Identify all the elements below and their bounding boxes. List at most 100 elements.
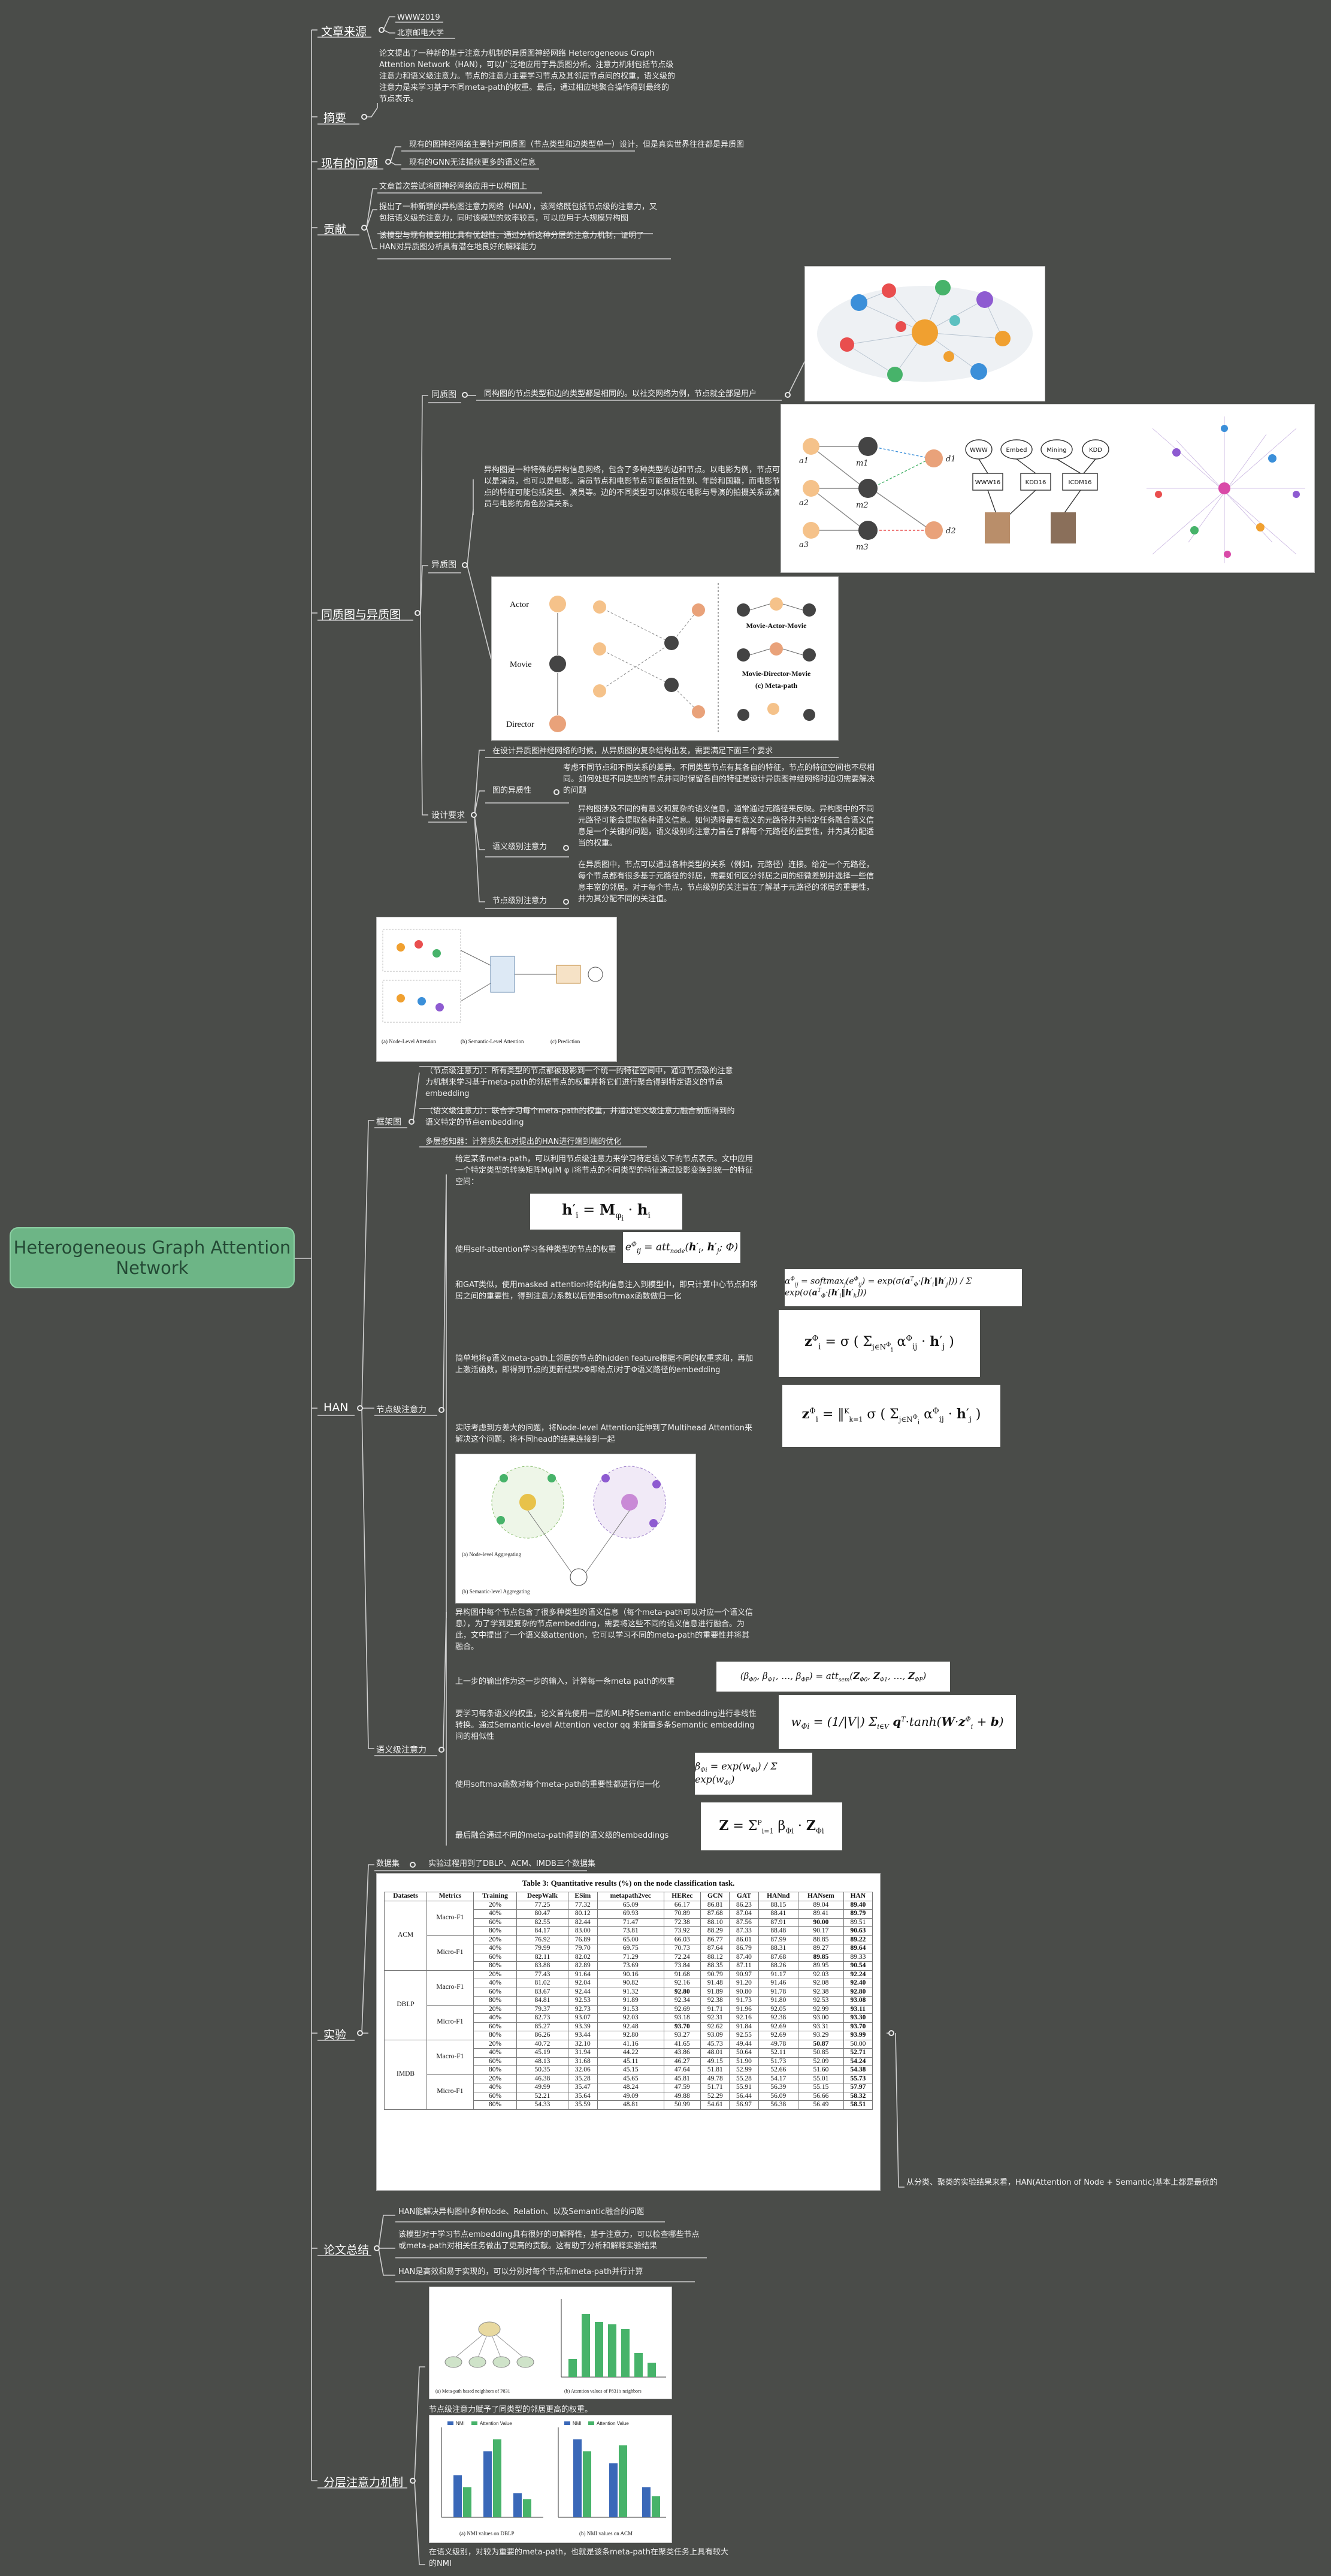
value-cell: 93.39: [567, 2022, 598, 2031]
value-cell: 71.47: [597, 1917, 664, 1927]
hierarchy-item-2: 在语义级别，对较为重要的meta-path，也就是该条meta-path在聚类任…: [429, 2548, 728, 2568]
value-cell: 69.75: [597, 1944, 664, 1953]
value-cell: 47.59: [663, 2083, 701, 2092]
attention-bar: [634, 2353, 643, 2377]
value-cell: 87.68: [758, 1952, 799, 1962]
value-cell: 92.99: [798, 2004, 844, 2014]
training-cell: 40%: [473, 2013, 518, 2023]
training-cell: 60%: [473, 2022, 518, 2031]
value-cell: 45.19: [516, 2048, 568, 2058]
collapse-dot[interactable]: [361, 114, 367, 120]
node-attn-label: 节点级注意力: [376, 1405, 426, 1415]
collapse-dot[interactable]: [563, 899, 569, 905]
homo-label: 同质图: [431, 390, 456, 400]
collapse-dot[interactable]: [409, 1119, 415, 1125]
collapse-dot[interactable]: [385, 159, 391, 165]
training-cell: 20%: [473, 2074, 518, 2083]
value-cell: 35.64: [567, 2091, 598, 2101]
collapse-dot[interactable]: [462, 392, 468, 398]
category-graph[interactable]: 同质图与异质图: [321, 608, 401, 621]
category-han[interactable]: HAN: [323, 1401, 349, 1414]
value-cell: 88.26: [758, 1961, 799, 1971]
metric-cell: Macro-F1: [426, 2039, 474, 2075]
framework-label: 框架图: [376, 1118, 401, 1127]
value-cell: 90.00: [798, 1917, 844, 1927]
value-cell: 91.68: [663, 1970, 701, 1979]
collapse-dot[interactable]: [374, 2245, 380, 2251]
category-problems[interactable]: 现有的问题: [321, 157, 379, 170]
category-abstract[interactable]: 摘要: [323, 111, 347, 125]
value-cell: 48.01: [700, 2048, 730, 2058]
nmi-legend-3: NMI: [573, 2421, 582, 2426]
collapse-dot[interactable]: [415, 610, 421, 616]
value-cell: 93.29: [798, 2031, 844, 2040]
training-cell: 60%: [473, 1917, 518, 1927]
value-cell: 35.59: [567, 2100, 598, 2110]
value-cell: 86.81: [700, 1900, 730, 1910]
value-cell: 83.00: [567, 1926, 598, 1936]
collapse-dot[interactable]: [438, 1407, 444, 1413]
category-summary[interactable]: 论文总结: [323, 2243, 370, 2257]
category-experiment[interactable]: 实验: [323, 2028, 347, 2042]
dataset-cell: IMDB: [383, 2039, 428, 2110]
value-cell: 92.69: [663, 2004, 701, 2014]
value-cell: 88.35: [700, 1961, 730, 1971]
table-header-cell: GCN: [700, 1892, 730, 1901]
collapse-dot[interactable]: [410, 2478, 416, 2484]
formula-aggregation: zΦi = σ ( Σj∈NΦi αΦij · h′j ): [779, 1310, 980, 1377]
attention-bar: [568, 2359, 577, 2377]
dataset-cell: ACM: [383, 1900, 428, 1971]
value-cell: 90.79: [700, 1970, 730, 1979]
value-cell: 45.11: [597, 2056, 664, 2066]
value-cell: 45.81: [663, 2074, 701, 2083]
collapse-dot[interactable]: [553, 789, 559, 795]
collapse-dot[interactable]: [410, 1862, 416, 1868]
value-cell: 83.67: [516, 1987, 568, 1997]
value-cell: 73.84: [663, 1961, 701, 1971]
contrib-item-1: 文章首次尝试将图神经网络应用于以构图上: [379, 182, 528, 191]
value-cell: 93.27: [663, 2031, 701, 2040]
value-cell: 55.73: [843, 2074, 873, 2083]
value-cell: 88.10: [700, 1917, 730, 1927]
table-header-cell: Training: [473, 1892, 518, 1901]
req-text-1: 考虑不同节点和不同关系的差异。不同类型节点有其各自的特征，节点的特征空间也不尽相…: [563, 763, 875, 795]
value-cell: 52.66: [758, 2065, 799, 2075]
value-cell: 92.69: [758, 2031, 799, 2040]
value-cell: 89.22: [843, 1935, 873, 1944]
summary-item-3: HAN是高效和易于实现的，可以分别对每个节点和meta-path并行计算: [398, 2267, 643, 2276]
nmi-caption-a: (a) NMI values on DBLP: [459, 2530, 515, 2536]
collapse-dot[interactable]: [462, 562, 468, 568]
collapse-dot[interactable]: [357, 1405, 363, 1411]
root-topic[interactable]: Heterogeneous Graph Attention Network: [10, 1227, 295, 1288]
collapse-dot[interactable]: [888, 2030, 894, 2036]
value-cell: 92.69: [758, 2022, 799, 2031]
value-cell: 56.49: [798, 2100, 844, 2110]
collapse-dot[interactable]: [471, 812, 477, 818]
collapse-dot[interactable]: [361, 225, 367, 231]
value-cell: 41.16: [597, 2039, 664, 2049]
value-cell: 85.27: [516, 2022, 568, 2031]
category-source[interactable]: 文章来源: [321, 25, 367, 38]
value-cell: 92.53: [798, 1996, 844, 2006]
category-contributions[interactable]: 贡献: [323, 223, 347, 236]
collapse-dot[interactable]: [379, 27, 385, 33]
value-cell: 49.78: [758, 2039, 799, 2049]
svg-text:a1: a1: [799, 457, 809, 466]
collapse-dot[interactable]: [785, 392, 791, 398]
value-cell: 92.04: [567, 1979, 598, 1988]
collapse-dot[interactable]: [357, 2030, 363, 2036]
collapse-dot[interactable]: [438, 1747, 444, 1753]
svg-text:m1: m1: [856, 459, 869, 468]
social-network-image: [804, 266, 1045, 401]
category-hierarchy[interactable]: 分层注意力机制: [323, 2476, 404, 2489]
value-cell: 91.71: [700, 2004, 730, 2014]
value-cell: 91.17: [758, 1970, 799, 1979]
collapse-dot[interactable]: [563, 845, 569, 851]
training-cell: 40%: [473, 1909, 518, 1919]
value-cell: 82.11: [516, 1952, 568, 1962]
